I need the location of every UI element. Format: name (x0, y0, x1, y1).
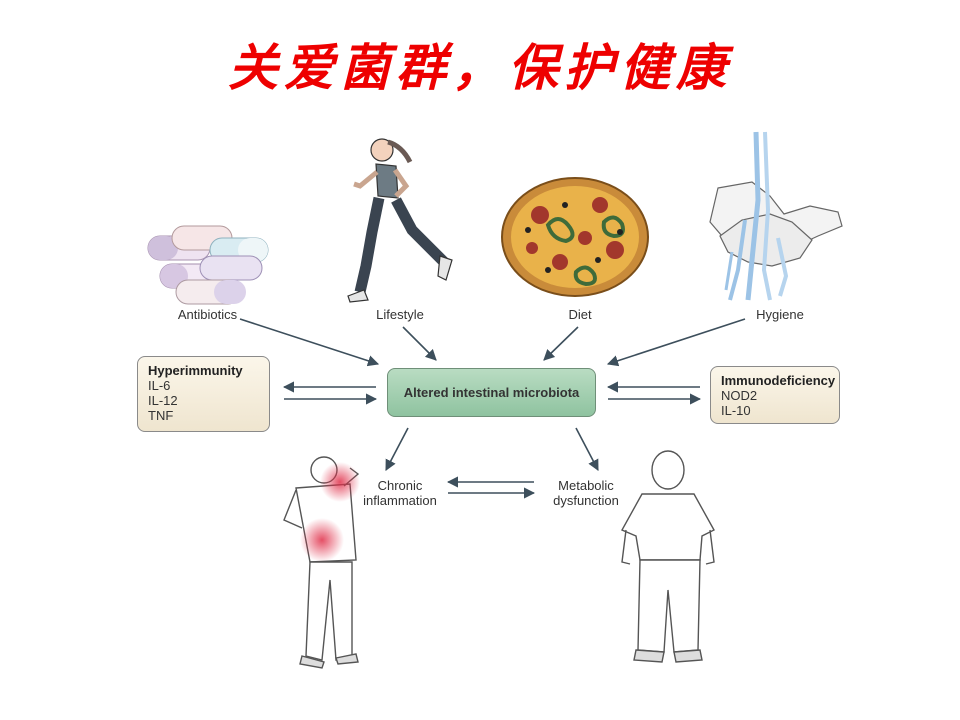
immunodeficiency-item: NOD2 (721, 388, 758, 403)
outcome-right-line: Metabolic (558, 478, 614, 493)
label-diet: Diet (568, 307, 592, 322)
hyperimmunity-item: IL-6 (148, 378, 171, 393)
immune-arrows (282, 381, 702, 405)
factor-arrows (239, 318, 746, 367)
immunodeficiency-heading: Immunodeficiency (721, 373, 836, 388)
label-hygiene: Hygiene (756, 307, 804, 322)
hyperimmunity-box: Hyperimmunity IL-6 IL-12 TNF (137, 356, 270, 432)
outcome-left-line: Chronic (377, 478, 423, 493)
label-metabolic-dysfunction: Metabolic dysfunction (538, 478, 634, 508)
hyperimmunity-item: TNF (148, 408, 174, 423)
outcome-right-line: dysfunction (553, 493, 619, 508)
label-chronic-inflammation: Chronic inflammation (352, 478, 448, 508)
immunodeficiency-box: Immunodeficiency NOD2 IL-10 (710, 366, 840, 424)
man-with-pain-icon (283, 456, 360, 669)
overweight-man-icon (621, 450, 715, 663)
immunodeficiency-item: IL-10 (721, 403, 751, 418)
runner-icon (347, 138, 453, 303)
outcome-left-line: inflammation (363, 493, 437, 508)
hyperimmunity-item: IL-12 (148, 393, 178, 408)
pizza-icon (501, 177, 649, 297)
center-node-label: Altered intestinal microbiota (403, 385, 580, 400)
pills-icon (147, 225, 269, 305)
label-antibiotics: Antibiotics (177, 307, 238, 322)
center-node-altered-microbiota: Altered intestinal microbiota (387, 368, 596, 417)
washing-hands-icon (709, 131, 843, 301)
label-lifestyle: Lifestyle (376, 307, 424, 322)
hyperimmunity-heading: Hyperimmunity (148, 363, 243, 378)
outcome-arrows (385, 427, 599, 499)
slide-title: 关爱菌群，保护健康 (228, 38, 732, 97)
